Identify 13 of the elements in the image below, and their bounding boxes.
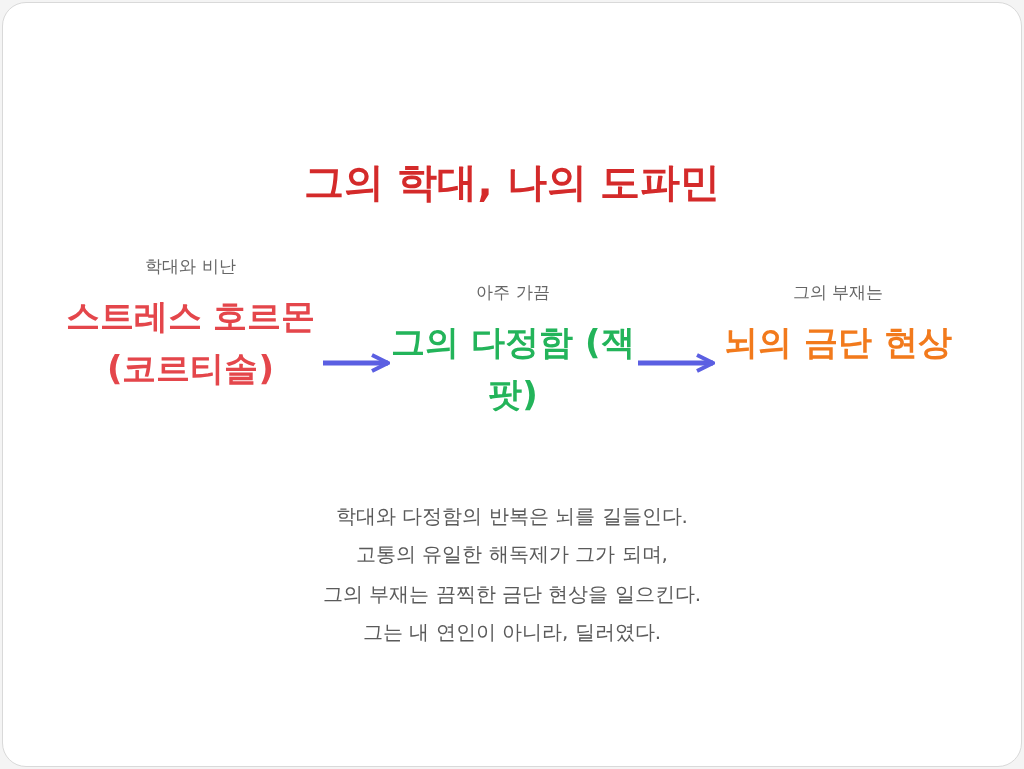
note-text: 학대와 다정함의 반복은 뇌를 길들인다. — [335, 503, 689, 530]
note-text: 고통의 유일한 해독제가 그가 되며, — [355, 541, 669, 568]
arrow — [323, 353, 390, 373]
note-text: 그의 부재는 끔찍한 금단 현상을 일으킨다. — [321, 581, 703, 608]
node-caption: 아주 가끔 — [476, 281, 550, 304]
node-heading: 그의 다정함 (잭팟) — [390, 321, 636, 416]
title: 그의 학대, 나의 도파민 — [302, 158, 722, 207]
arrow — [638, 353, 715, 373]
node-caption: 그의 부재는 — [792, 281, 884, 304]
note-text: 그는 내 연인이 아니라, 딜러였다. — [361, 619, 663, 646]
node-heading: 뇌의 금단 현상 — [724, 321, 952, 364]
node-heading: 스트레스 호르몬 (코르티솔) — [64, 295, 317, 390]
node-caption: 학대와 비난 — [145, 255, 236, 278]
